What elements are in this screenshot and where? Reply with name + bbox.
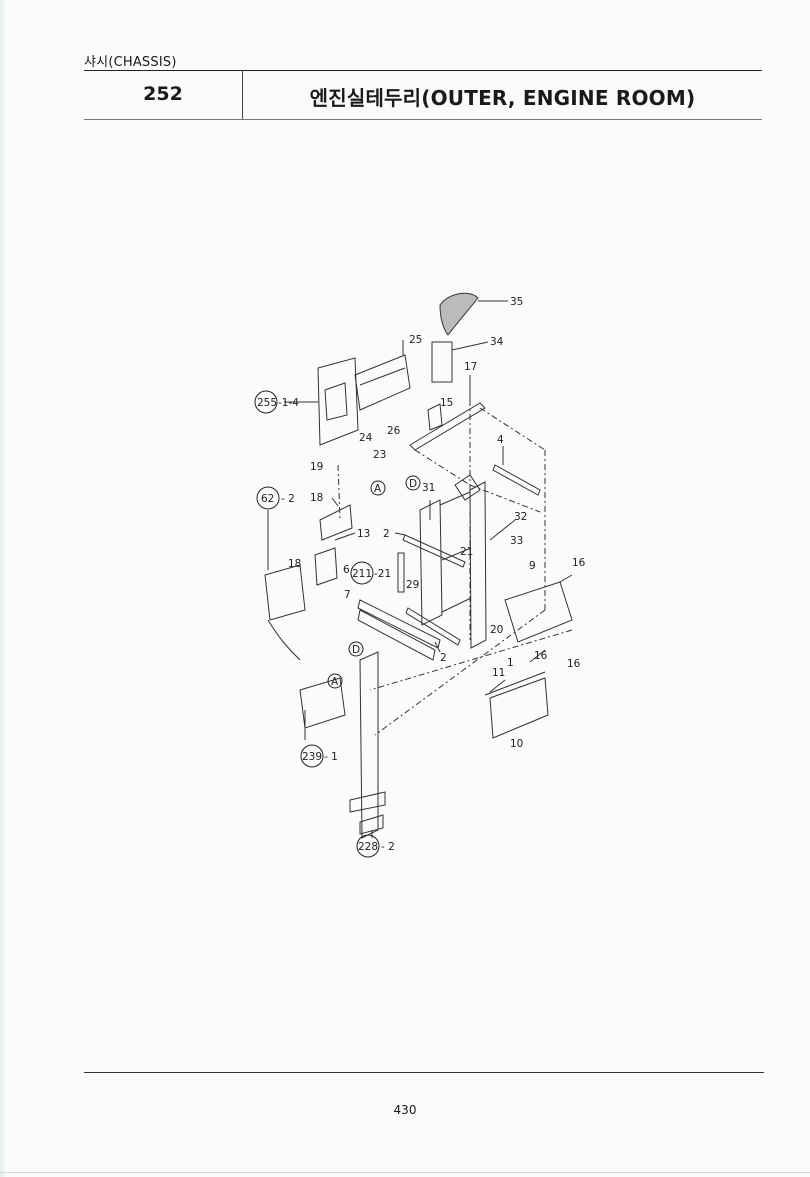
header-rule-top [84, 70, 762, 71]
page-title: 엔진실테두리(OUTER, ENGINE ROOM) [309, 86, 696, 110]
callout-255-ref: 255 [257, 397, 277, 409]
page-number: 430 [393, 1103, 417, 1117]
callout-A-top: A [374, 483, 382, 495]
callout-D-bot: D [352, 644, 360, 656]
callout-10: 10 [510, 738, 523, 750]
callout-D-top: D [409, 478, 417, 490]
callout-26: 26 [387, 425, 401, 437]
callout-7: 7 [344, 589, 351, 601]
callout-4: 4 [497, 434, 504, 446]
callout-1: 1 [507, 657, 514, 669]
callout-32: 32 [514, 511, 527, 523]
callout-62-suffix: - 2 [281, 493, 295, 505]
callout-16b: 16 [534, 650, 548, 662]
callout-29: 29 [406, 579, 419, 591]
callout-23: 23 [373, 449, 386, 461]
scan-artifact-line [0, 1172, 810, 1173]
callout-35: 35 [510, 296, 523, 308]
callout-21a: 21 [460, 546, 473, 558]
header-rule-bottom [84, 119, 762, 120]
diagram-lines [264, 292, 573, 839]
circled-refs [254, 390, 421, 858]
callout-34: 34 [490, 336, 504, 348]
callout-15: 15 [440, 397, 453, 409]
callout-18b: 18 [288, 558, 301, 570]
callout-211-ref: 211 [352, 568, 372, 580]
callout-24: 24 [359, 432, 373, 444]
section-label: 샤시(CHASSIS) [84, 55, 177, 70]
header-divider [242, 70, 243, 120]
callout-16a: 16 [572, 557, 586, 569]
callout-228-ref: 228 [358, 841, 378, 853]
callout-20: 20 [490, 624, 503, 636]
page-code: 252 [143, 83, 183, 105]
callout-2b: 2 [440, 652, 447, 664]
callout-255-suffix: -1-4 [278, 397, 299, 409]
callout-228-suffix: - 2 [381, 841, 395, 853]
callout-33: 33 [510, 535, 523, 547]
callout-239-ref: 239 [302, 751, 322, 763]
callout-19: 19 [310, 461, 323, 473]
callout-17: 17 [464, 361, 477, 373]
page-edge [0, 0, 6, 1177]
callout-labels: 35 34 25 17 255 -1-4 15 24 26 4 23 19 D … [257, 296, 586, 853]
callout-211-suffix: -21 [374, 568, 391, 580]
callout-62-ref: 62 [261, 493, 274, 505]
callout-239-suffix: - 1 [324, 751, 338, 763]
callout-13: 13 [357, 528, 370, 540]
footer-rule [84, 1072, 764, 1073]
callout-16c: 16 [567, 658, 581, 670]
callout-9: 9 [529, 560, 536, 572]
callout-11: 11 [492, 667, 505, 679]
callout-A-bot: A [331, 676, 339, 688]
callout-6: 6 [343, 564, 350, 576]
callout-2a: 2 [383, 528, 390, 540]
callout-25: 25 [409, 334, 422, 346]
callout-31: 31 [422, 482, 435, 494]
callout-18a: 18 [310, 492, 323, 504]
